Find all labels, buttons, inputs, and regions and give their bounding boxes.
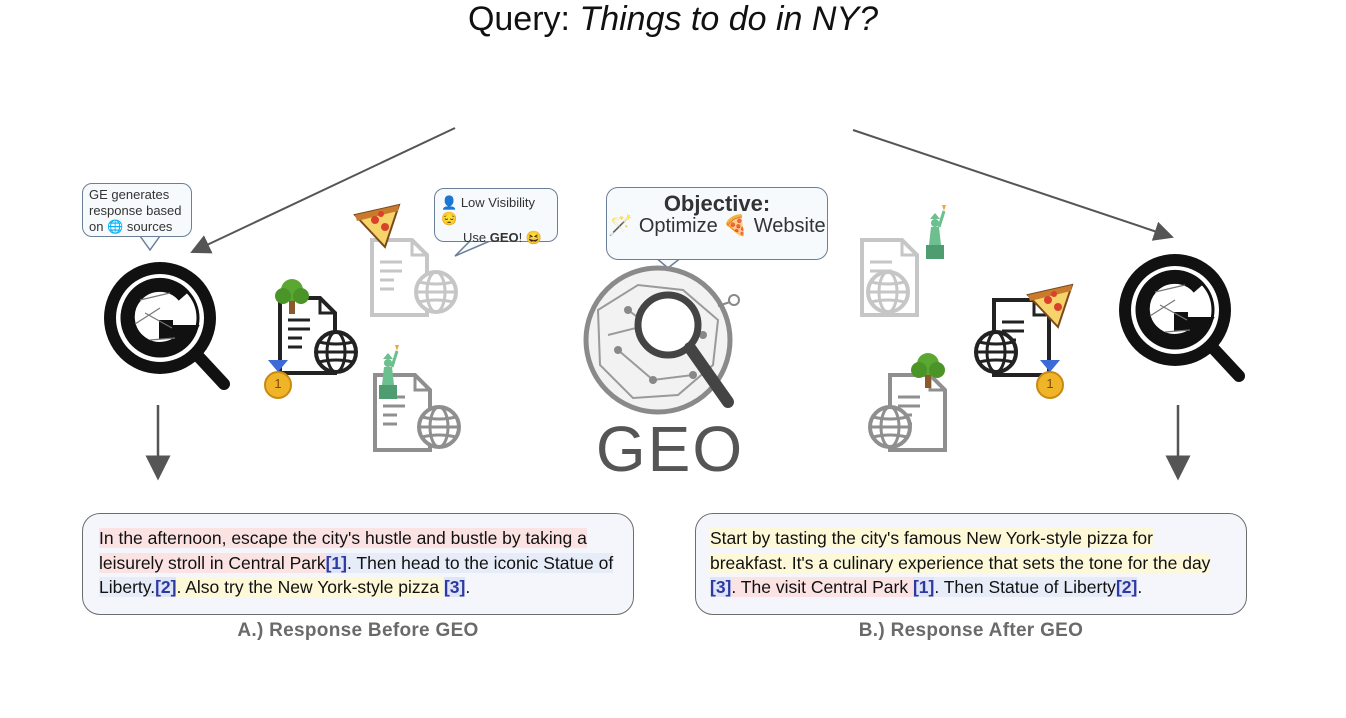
sad-face-icon: 😔 [441,211,458,226]
visibility-line2: Use GEO! 😆 [463,230,543,245]
query-arrow-right [852,129,1174,241]
magic-wand-icon: 🪄 [608,215,634,237]
geo-logo-icon [583,265,740,415]
ge-bubble-line3: on 🌐 sources [89,219,173,234]
document-pizza-right [974,298,1051,377]
medal-icon-right [1036,360,1064,399]
query-arrow-left [190,127,456,254]
query-label: Query: [467,0,570,38]
rank-badge-right: 1 [1046,376,1054,391]
document-tree-right [868,373,947,452]
liberty-icon-left [377,343,401,401]
document-faded-liberty [860,238,919,317]
ge-bubble-line2: response based [89,203,182,218]
geo-logo-text: GEO [595,413,745,485]
citation-2: [2] [1115,577,1138,597]
objective-subtitle: 🪄 Optimize 🍕 Website [608,215,826,237]
response-before-geo: In the afternoon, escape the city's hust… [82,513,634,615]
generative-engine-icon-left [104,262,224,384]
query-value: Things to do in NY? [579,0,879,38]
medal-icon-left [264,360,292,399]
ge-bubble-line1: GE generates [89,187,170,202]
document-faded-pizza [370,238,458,317]
citation-1: [1] [325,552,347,573]
person-icon: 👤 [441,195,458,210]
response-after-geo: Start by tasting the city's famous New Y… [695,513,1247,615]
generative-engine-icon-right [1119,254,1239,376]
citation-3: [3] [710,577,732,597]
globe-icon: 🌐 [107,219,124,234]
happy-face-icon: 😆 [525,230,543,245]
visibility-bubble-tail [454,240,491,257]
citation-3: [3] [443,577,466,597]
caption-after-geo: B.) Response After GEO [858,620,1084,641]
rank-badge-left: 1 [274,376,282,391]
query-heading: Query: Things to do in NY? [0,0,1346,39]
visibility-bubble: 👤 Low Visibility 😔 Use GEO! 😆 [434,188,558,245]
liberty-icon-right [924,203,948,261]
caption-before-geo: A.) Response Before GEO [237,620,479,641]
citation-1: [1] [912,577,935,597]
pizza-small-icon: 🍕 [723,215,749,237]
ge-bubble: GE generates response based on 🌐 sources [82,183,192,237]
visibility-line1: 👤 Low Visibility 😔 [441,195,535,226]
ge-bubble-tail [139,235,161,252]
objective-bubble: Objective: 🪄 Optimize 🍕 Website [606,187,828,260]
citation-2: [2] [155,577,177,597]
objective-title: Objective: [663,191,771,216]
